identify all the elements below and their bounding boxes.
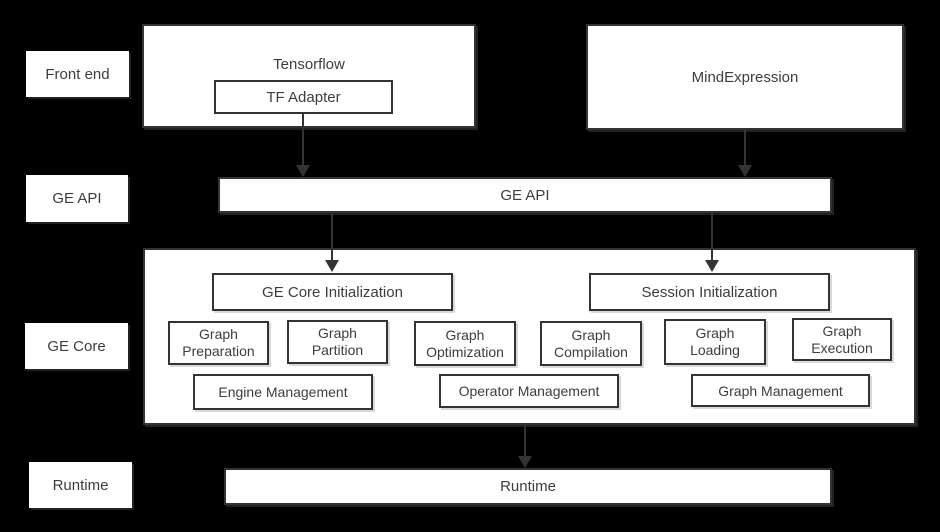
tensorflow-label: Tensorflow: [273, 56, 345, 73]
ge-core-initialization-box: GE Core Initialization: [212, 273, 453, 311]
runtime-bar: Runtime: [224, 468, 832, 505]
tf-adapter-box: TF Adapter: [214, 80, 393, 114]
graph-preparation-box: Graph Preparation: [168, 321, 269, 365]
engine-management-box: Engine Management: [193, 374, 373, 410]
row-label-front-end: Front end: [26, 51, 129, 97]
graph-partition-box: Graph Partition: [287, 320, 388, 364]
tensorflow-box: Tensorflow TF Adapter: [142, 24, 476, 128]
row-label-runtime: Runtime: [29, 462, 132, 508]
mindexpression-box: MindExpression: [586, 24, 904, 130]
ge-core-group: GE Core Initialization Session Initializ…: [143, 248, 916, 425]
graph-optimization-box: Graph Optimization: [414, 321, 516, 366]
graph-compilation-box: Graph Compilation: [540, 321, 642, 366]
graph-loading-box: Graph Loading: [664, 319, 766, 365]
ge-api-bar: GE API: [218, 177, 832, 213]
graph-execution-box: Graph Execution: [792, 318, 892, 361]
row-label-ge-api: GE API: [26, 175, 128, 222]
graph-management-box: Graph Management: [691, 374, 870, 407]
operator-management-box: Operator Management: [439, 374, 619, 408]
session-initialization-box: Session Initialization: [589, 273, 830, 311]
row-label-ge-core: GE Core: [25, 323, 128, 369]
